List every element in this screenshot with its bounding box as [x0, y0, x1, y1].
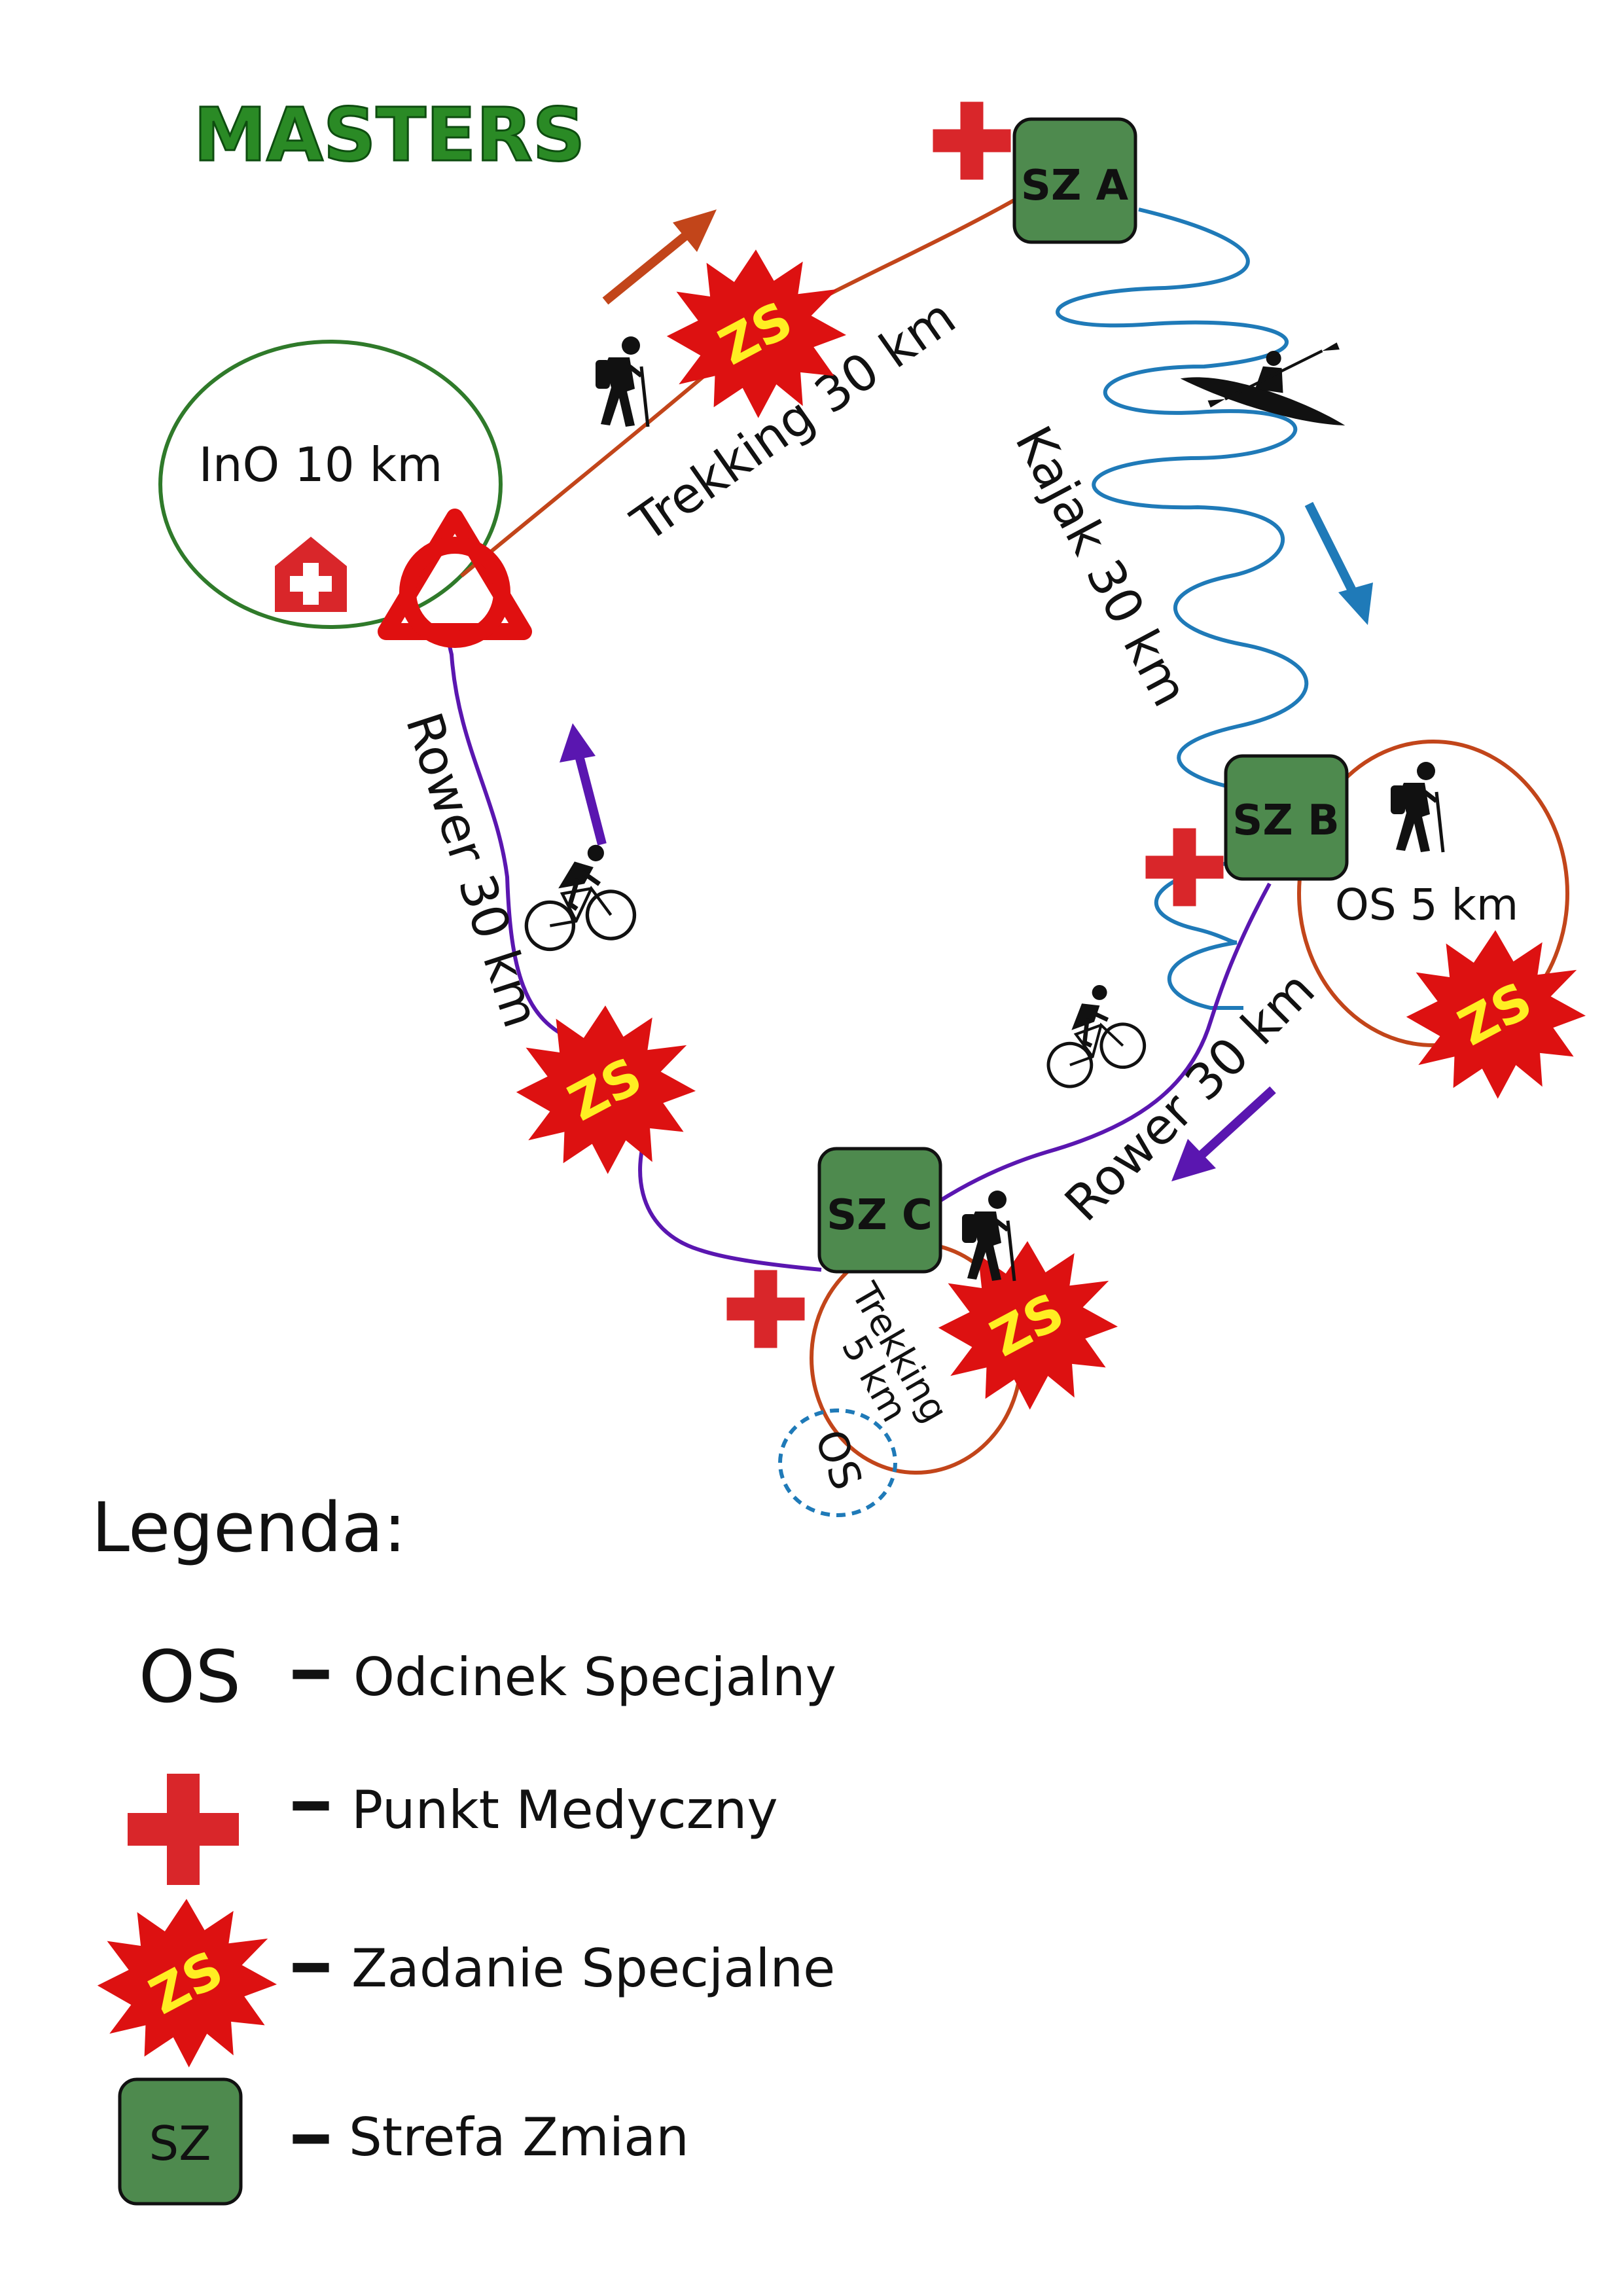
legend-dash: - — [287, 1926, 336, 2002]
legend-item-sz: SZ - Strefa Zmian — [118, 2077, 689, 2206]
legend-item-zs: ZS - Zadanie Specjalne — [97, 1899, 835, 2068]
legend-dash: - — [287, 1633, 336, 1709]
os-c-loop — [778, 1408, 897, 1517]
cyclist-icon — [514, 840, 638, 953]
legend-sz-symbol: SZ — [149, 2116, 211, 2171]
legend-dash: - — [287, 1765, 336, 1840]
legend-title: Legenda: — [92, 1488, 406, 1568]
legend-sz-box — [118, 2077, 243, 2206]
change-zone-b: SZ B — [1224, 754, 1349, 881]
bike-route-right — [889, 882, 1272, 1239]
special-task-star-icon: ZS — [938, 1241, 1118, 1410]
direction-arrow-icon — [1304, 501, 1373, 625]
start-triangle-icon — [378, 509, 532, 648]
special-task-star-icon: ZS — [666, 249, 846, 418]
legend-dash: - — [287, 2098, 336, 2174]
medical-house-icon — [275, 537, 347, 612]
zone-b-label: SZ B — [1232, 797, 1340, 845]
direction-arrow-icon — [602, 209, 717, 305]
ino-loop — [158, 340, 503, 629]
kayak-label: Kajak 30 km — [1004, 417, 1200, 716]
zone-a-label: SZ A — [1021, 162, 1129, 210]
medical-cross-icon — [726, 1270, 805, 1348]
kayak-route — [1056, 207, 1309, 1010]
change-zone-a: SZ A — [1012, 117, 1137, 244]
direction-arrow-icon — [560, 723, 607, 846]
legend-os-symbol: OS — [139, 1635, 241, 1719]
special-task-star-icon: ZS — [1406, 930, 1586, 1099]
legend-medical-label: Punkt Medyczny — [351, 1780, 778, 1840]
os-b-label: OS 5 km — [1335, 880, 1518, 930]
medical-cross-icon — [933, 101, 1011, 180]
legend-zs-label: Zadanie Specjalne — [351, 1938, 835, 1999]
special-task-star-icon: ZS — [97, 1899, 277, 2068]
change-zone-c: SZ C — [817, 1147, 942, 1274]
direction-arrow-icon — [1171, 1086, 1276, 1181]
zone-c-label: SZ C — [827, 1191, 933, 1240]
os-c-label: OS — [805, 1424, 871, 1496]
page-title: MASTERS — [194, 93, 586, 178]
legend-item-os: OS - Odcinek Specjalny — [139, 1633, 836, 1719]
special-task-star-icon: ZS — [516, 1005, 696, 1174]
hiker-icon — [1391, 762, 1443, 852]
legend-os-label: Odcinek Specjalny — [353, 1647, 836, 1708]
ino-label: InO 10 km — [199, 437, 443, 492]
hiker-icon — [596, 336, 648, 427]
legend-item-medical: - Punkt Medyczny — [128, 1765, 778, 1885]
medical-cross-icon — [128, 1774, 239, 1885]
legend-sz-label: Strefa Zmian — [349, 2107, 689, 2168]
cyclist-icon — [1027, 977, 1150, 1092]
